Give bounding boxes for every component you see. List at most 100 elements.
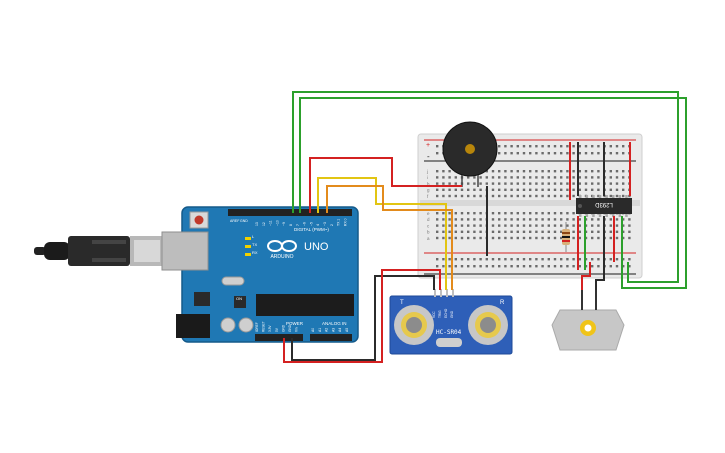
breadboard-hole[interactable] — [535, 194, 538, 198]
breadboard-hole[interactable] — [584, 176, 588, 179]
breadboard-hole[interactable] — [498, 236, 501, 240]
breadboard-hole[interactable] — [628, 224, 631, 227]
breadboard-hole[interactable] — [529, 224, 532, 227]
breadboard-hole[interactable] — [566, 194, 569, 198]
breadboard-hole[interactable] — [467, 230, 470, 233]
breadboard-hole[interactable] — [529, 194, 532, 198]
breadboard-hole[interactable] — [541, 145, 544, 148]
breadboard-hole[interactable] — [553, 176, 557, 179]
breadboard-hole[interactable] — [535, 212, 538, 215]
breadboard-hole[interactable] — [547, 212, 550, 215]
breadboard-hole[interactable] — [460, 188, 464, 191]
breadboard-hole[interactable] — [609, 182, 612, 185]
breadboard-hole[interactable] — [547, 265, 550, 268]
breadboard-hole[interactable] — [566, 188, 569, 191]
breadboard-hole[interactable] — [479, 194, 482, 198]
breadboard-hole[interactable] — [467, 218, 470, 221]
breadboard-hole[interactable] — [448, 182, 451, 185]
breadboard-hole[interactable] — [572, 176, 575, 179]
breadboard-hole[interactable] — [473, 230, 476, 233]
breadboard-hole[interactable] — [522, 194, 526, 198]
breadboard-hole[interactable] — [460, 236, 464, 240]
breadboard-hole[interactable] — [498, 218, 501, 221]
breadboard-hole[interactable] — [622, 224, 625, 227]
breadboard-hole[interactable] — [529, 258, 532, 261]
breadboard-hole[interactable] — [460, 265, 464, 268]
breadboard-hole[interactable] — [560, 145, 563, 148]
breadboard-hole[interactable] — [510, 224, 513, 227]
breadboard-hole[interactable] — [504, 152, 507, 155]
breadboard-hole[interactable] — [566, 265, 569, 268]
breadboard-hole[interactable] — [522, 182, 526, 185]
breadboard-hole[interactable] — [597, 182, 600, 185]
breadboard-hole[interactable] — [529, 212, 532, 215]
breadboard-hole[interactable] — [609, 224, 612, 227]
piezo-buzzer[interactable] — [442, 121, 498, 187]
breadboard-hole[interactable] — [541, 236, 544, 240]
breadboard-hole[interactable] — [485, 258, 488, 261]
breadboard-hole[interactable] — [460, 224, 464, 227]
breadboard-hole[interactable] — [479, 236, 482, 240]
breadboard-hole[interactable] — [547, 194, 550, 198]
breadboard-hole[interactable] — [572, 224, 575, 227]
breadboard-hole[interactable] — [516, 188, 519, 191]
breadboard-hole[interactable] — [547, 170, 550, 173]
wire-red-5v[interactable] — [283, 269, 441, 363]
breadboard-hole[interactable] — [529, 236, 532, 240]
breadboard-hole[interactable] — [628, 230, 631, 233]
breadboard-hole[interactable] — [572, 230, 575, 233]
breadboard-hole[interactable] — [553, 188, 557, 191]
breadboard-hole[interactable] — [436, 258, 439, 261]
breadboard-hole[interactable] — [454, 188, 457, 191]
breadboard-hole[interactable] — [504, 145, 507, 148]
breadboard-hole[interactable] — [454, 176, 457, 179]
breadboard-hole[interactable] — [615, 152, 619, 155]
breadboard-hole[interactable] — [504, 170, 507, 173]
reset-button[interactable] — [194, 215, 204, 225]
breadboard-hole[interactable] — [615, 176, 619, 179]
breadboard-hole[interactable] — [622, 230, 625, 233]
breadboard-hole[interactable] — [448, 218, 451, 221]
breadboard-hole[interactable] — [454, 218, 457, 221]
breadboard-hole[interactable] — [560, 170, 563, 173]
breadboard-hole[interactable] — [498, 188, 501, 191]
breadboard-hole[interactable] — [491, 170, 495, 173]
breadboard-hole[interactable] — [553, 194, 557, 198]
breadboard-hole[interactable] — [485, 182, 488, 185]
breadboard-hole[interactable] — [560, 194, 563, 198]
breadboard-hole[interactable] — [535, 182, 538, 185]
breadboard-hole[interactable] — [547, 152, 550, 155]
breadboard-hole[interactable] — [510, 188, 513, 191]
breadboard-hole[interactable] — [491, 230, 495, 233]
breadboard-hole[interactable] — [491, 265, 495, 268]
breadboard-hole[interactable] — [547, 230, 550, 233]
breadboard-hole[interactable] — [560, 236, 563, 240]
breadboard-hole[interactable] — [615, 230, 619, 233]
breadboard-hole[interactable] — [566, 182, 569, 185]
breadboard-hole[interactable] — [448, 176, 451, 179]
breadboard-hole[interactable] — [442, 194, 445, 198]
wire-yellow-trig[interactable] — [317, 177, 447, 290]
breadboard-hole[interactable] — [578, 218, 581, 221]
wire-red-motor[interactable] — [581, 262, 591, 290]
breadboard-hole[interactable] — [522, 265, 526, 268]
breadboard-hole[interactable] — [473, 218, 476, 221]
breadboard-hole[interactable] — [467, 182, 470, 185]
breadboard-hole[interactable] — [510, 230, 513, 233]
breadboard-hole[interactable] — [454, 265, 457, 268]
breadboard-hole[interactable] — [473, 236, 476, 240]
breadboard-hole[interactable] — [498, 182, 501, 185]
breadboard-hole[interactable] — [522, 212, 526, 215]
breadboard-hole[interactable] — [572, 152, 575, 155]
breadboard-hole[interactable] — [516, 218, 519, 221]
breadboard-hole[interactable] — [553, 265, 557, 268]
breadboard-hole[interactable] — [597, 170, 600, 173]
breadboard-hole[interactable] — [622, 188, 625, 191]
breadboard-hole[interactable] — [591, 218, 594, 221]
breadboard-hole[interactable] — [442, 265, 445, 268]
breadboard-hole[interactable] — [572, 170, 575, 173]
breadboard-hole[interactable] — [467, 224, 470, 227]
breadboard-hole[interactable] — [591, 230, 594, 233]
breadboard-hole[interactable] — [516, 182, 519, 185]
breadboard-hole[interactable] — [535, 152, 538, 155]
